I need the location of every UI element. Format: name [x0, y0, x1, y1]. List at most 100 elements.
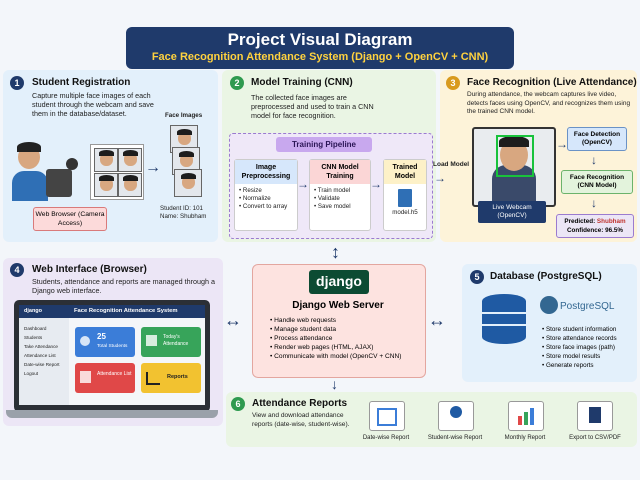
- sidebar-item-date-wise-report[interactable]: Date-wise Report: [24, 362, 60, 367]
- server-item: Handle web requests: [270, 316, 420, 325]
- sidebar-item-attendance-list[interactable]: Attendance List: [24, 353, 56, 358]
- server-items: Handle web requests Manage student data …: [270, 316, 420, 361]
- card-reports[interactable]: Reports: [141, 363, 201, 393]
- report-label: Date-wise Report: [362, 435, 410, 441]
- sidebar-item-take-attendance[interactable]: Take Attendance: [24, 344, 58, 349]
- step4-text: Students, attendance and reports are man…: [32, 277, 216, 295]
- preprocessing-item: Normalize: [239, 195, 293, 203]
- face-detection-box-label: Face Detection (OpenCV): [567, 127, 627, 151]
- list-icon: [80, 371, 91, 383]
- pipeline-title: Training Pipeline: [276, 137, 372, 152]
- report-label: Monthly Report: [504, 435, 546, 441]
- confidence-value: Confidence: 96.5%: [567, 227, 623, 234]
- card-label: Total Students: [97, 344, 128, 349]
- db-item: Store face images (path): [542, 343, 637, 352]
- step3-text: During attendance, the webcam captures l…: [467, 91, 631, 115]
- preprocessing-items: Resize Normalize Convert to array: [235, 184, 297, 214]
- report-label: Export to CSV/PDF: [569, 435, 621, 441]
- model-file-icon: [398, 189, 412, 207]
- preprocessing-item: Resize: [239, 187, 293, 195]
- card-label: Reports: [167, 374, 188, 380]
- step2-title: Model Training (CNN): [251, 77, 353, 88]
- step-number-5: 5: [470, 270, 484, 284]
- document-icon: [589, 407, 601, 423]
- panel-attendance-reports: [226, 392, 637, 447]
- page-subtitle: Face Recognition Attendance System (Djan…: [151, 51, 489, 63]
- db-item: Store model results: [542, 352, 637, 361]
- bar-chart-icon: [518, 416, 522, 425]
- calendar-table-icon: [377, 408, 397, 426]
- student-webcam-illustration: [12, 142, 72, 205]
- bar-chart-icon: [146, 372, 160, 385]
- face-thumb: [94, 173, 118, 197]
- cnn-training-title: CNN Model Training: [310, 160, 370, 184]
- face-image-grid: [90, 144, 144, 200]
- card-value: 25: [97, 332, 106, 341]
- cnn-training-items: Train model Validate Save model: [310, 184, 370, 214]
- user-icon: [450, 406, 462, 418]
- card-total-students[interactable]: 25 Total Students: [75, 327, 135, 357]
- arrow-right-icon: →: [297, 177, 309, 191]
- card-todays-attendance[interactable]: Today's Attendance: [141, 327, 201, 357]
- django-logo: django: [309, 270, 369, 294]
- step-number-2: 2: [230, 76, 244, 90]
- database-icon: [482, 294, 526, 344]
- db-item: Store attendance records: [542, 334, 637, 343]
- report-label: Student-wise Report: [427, 435, 483, 441]
- users-icon: [80, 336, 90, 346]
- export-csv-pdf-button[interactable]: [577, 401, 613, 431]
- face-image-stack: [170, 125, 202, 199]
- database-items: Store student information Store attendan…: [542, 325, 637, 370]
- student-wise-report-button[interactable]: [438, 401, 474, 431]
- date-wise-report-button[interactable]: [369, 401, 405, 431]
- app-topbar: [19, 305, 205, 318]
- training-item: Validate: [314, 195, 366, 203]
- arrow-right-icon: →: [370, 177, 382, 191]
- sidebar-item-dashboard[interactable]: Dashboard: [24, 326, 47, 331]
- preprocessing-item: Convert to array: [239, 203, 293, 211]
- model-file-name: model.h5: [392, 209, 418, 216]
- face-thumb: [118, 148, 142, 172]
- step-number-3: 3: [446, 76, 460, 90]
- db-item: Store student information: [542, 325, 637, 334]
- webcam-icon: [66, 158, 78, 170]
- server-title: Django Web Server: [292, 300, 384, 311]
- face-thumb: [118, 173, 142, 197]
- arrow-up-down-icon: ↕: [331, 242, 340, 262]
- server-item: Communicate with model (OpenCV + CNN): [270, 352, 420, 361]
- face-detection-box: [496, 135, 534, 177]
- app-screen: django Face Recognition Attendance Syste…: [19, 305, 205, 405]
- cnn-training-box: CNN Model Training Train model Validate …: [309, 159, 371, 231]
- step-number-6: 6: [231, 397, 245, 411]
- page-title: Project Visual Diagram: [227, 30, 413, 49]
- step2-text: The collected face images are preprocess…: [251, 93, 374, 120]
- face-recognition-box-label: Face Recognition (CNN Model): [561, 170, 633, 194]
- server-item: Process attendance: [270, 334, 420, 343]
- laptop-base: [6, 410, 218, 418]
- db-item: Generate reports: [542, 361, 637, 370]
- arrow-down-icon: ↓: [591, 196, 597, 210]
- arrow-down-icon: ↓: [591, 153, 597, 167]
- step3-title: Face Recognition (Live Attendance): [467, 77, 637, 88]
- arrow-right-icon: →: [434, 171, 446, 185]
- card-label: Attendance List: [97, 371, 132, 377]
- card-label: Today's Attendance: [163, 334, 189, 347]
- sidebar-item-logout[interactable]: Logout: [24, 371, 39, 376]
- arrow-right-icon: →: [556, 137, 568, 151]
- student-name: Name: Shubham: [160, 213, 207, 220]
- step5-title: Database (PostgreSQL): [490, 271, 602, 282]
- card-attendance-list[interactable]: Attendance List: [75, 363, 135, 393]
- monthly-report-button[interactable]: [508, 401, 544, 431]
- step4-title: Web Interface (Browser): [32, 264, 147, 275]
- step1-text: Capture multiple face images of each stu…: [32, 91, 154, 118]
- app-brand: django: [24, 308, 43, 314]
- sidebar-item-students[interactable]: Students: [24, 335, 43, 340]
- arrow-down-icon: ↓: [331, 376, 338, 392]
- step6-text: View and download attendance reports (da…: [252, 412, 350, 428]
- server-item: Manage student data: [270, 325, 420, 334]
- app-sidebar: Dashboard Students Take Attendance Atten…: [19, 318, 69, 405]
- arrow-both-icon: ↔: [224, 310, 242, 330]
- preprocessing-title: Image Preprocessing: [235, 160, 297, 184]
- live-webcam-frame: [472, 127, 556, 207]
